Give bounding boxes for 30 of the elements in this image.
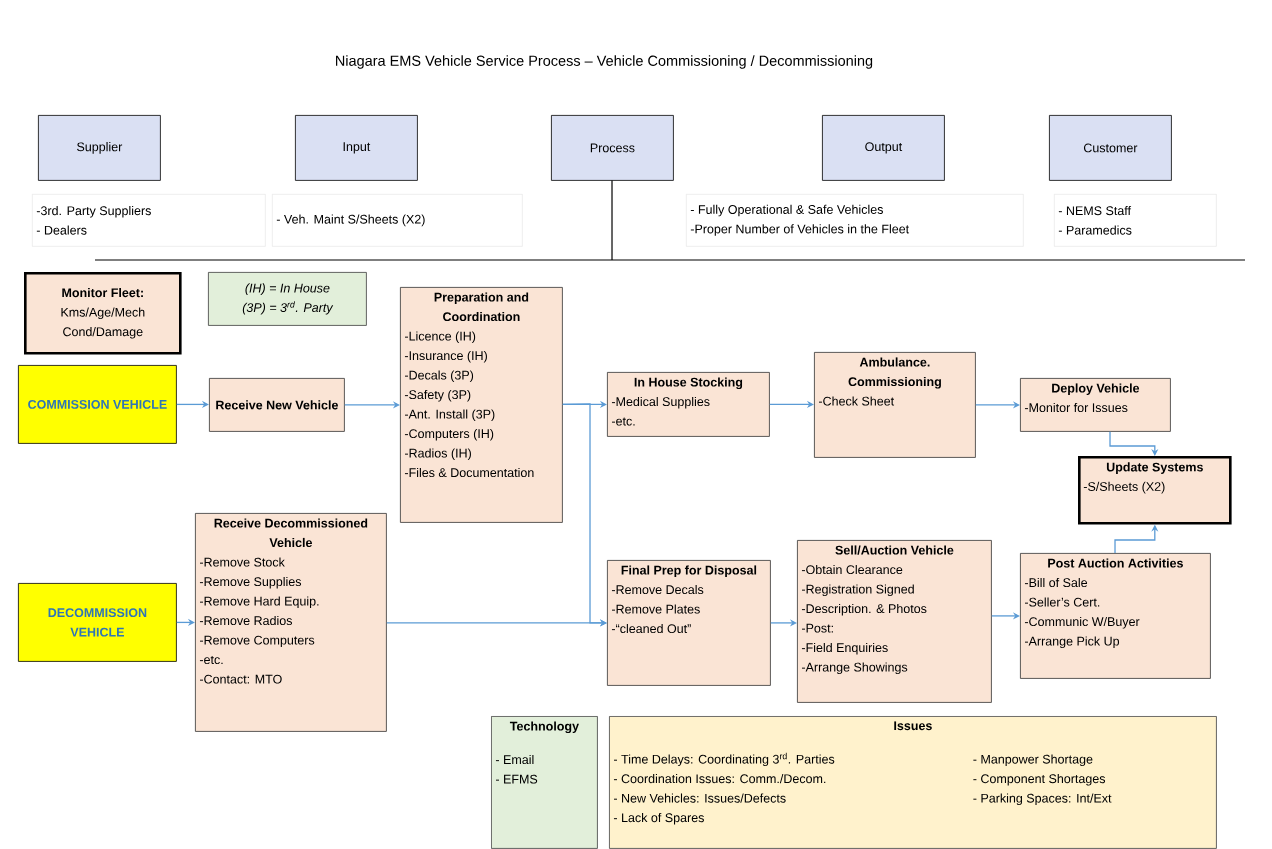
arrow [176,618,195,626]
process-box: Ambulance. Commissioning -Check Sheet [814,352,976,458]
arrow [176,400,209,408]
start-box: DECOMMISSION VEHICLE [18,583,177,662]
list-box: - NEMS Staff - Paramedics [1054,194,1217,247]
note-box: (IH) = In House (3P) = 3$^{rd}$. Party [208,272,367,326]
sipoc-box: Output [822,115,945,181]
sipoc-box: Customer [1049,115,1172,181]
title: Niagara EMS Vehicle Service Process – Vehicle Commissioning / Decommissioning [336,55,873,69]
sipoc-box: Input [295,115,418,181]
process-box: Receive New Vehicle [209,378,345,432]
list-box: - Fully Operational & Safe Vehicles -Proper Number of Vehicles in the Fleet [686,194,1024,247]
process-box: In House Stocking -Medical Supplies -etc. [607,372,770,437]
process-box: Receive Decommissioned Vehicle -Remove Stock -Remove Supplies -Remove Hard Equip. -Remove Radios -Remove Computers -etc. -Contact: MTO [195,513,387,732]
issues-box: Issues - Time Delays: Coordinating 3$^{rd}$. Parties - Coordination Issues: Comm./Decom. - New Vehicles: Issues/Defects - Lack of Spares - Manpower Shortage - Component Shortages - Parking Spaces: Int/Ext [609,716,1217,849]
process-box: Final Prep for Disposal -Remove Decals -Remove Plates -“cleaned Out” [607,560,771,686]
list-box: - Veh. Maint S/Sheets (X2) [272,194,523,247]
process-box: Monitor Fleet: Kms/Age/Mech Cond/Damage [24,272,182,355]
process-box: Post Auction Activities -Bill of Sale -Seller’s Cert. -Communic W/Buyer -Arrange Pick Up [1020,553,1211,679]
start-box: COMMISSION VEHICLE [18,365,177,444]
process-box: Preparation and Coordination -Licence (IH) -Insurance (IH) -Decals (3P) -Safety (3P) -Ant. Install (3P) -Computers (IH) -Radios (IH) -Files & Documentation [400,287,563,523]
technology-box: Technology - Email - EFMS [491,716,598,849]
process-box: Deploy Vehicle -Monitor for Issues [1020,378,1171,432]
sipoc-box: Process [551,115,674,181]
list-box: -3rd. Party Suppliers - Dealers [32,194,266,247]
arrow [769,400,814,408]
process-box: Update Systems -S/Sheets (X2) [1078,456,1232,525]
sipoc-box: Supplier [38,115,161,181]
process-box: Sell/Auction Vehicle -Obtain Clearance -Registration Signed -Description. & Photos -Post: -Field Enquiries -Arrange Showings [797,540,992,703]
arrow [1109,431,1159,456]
